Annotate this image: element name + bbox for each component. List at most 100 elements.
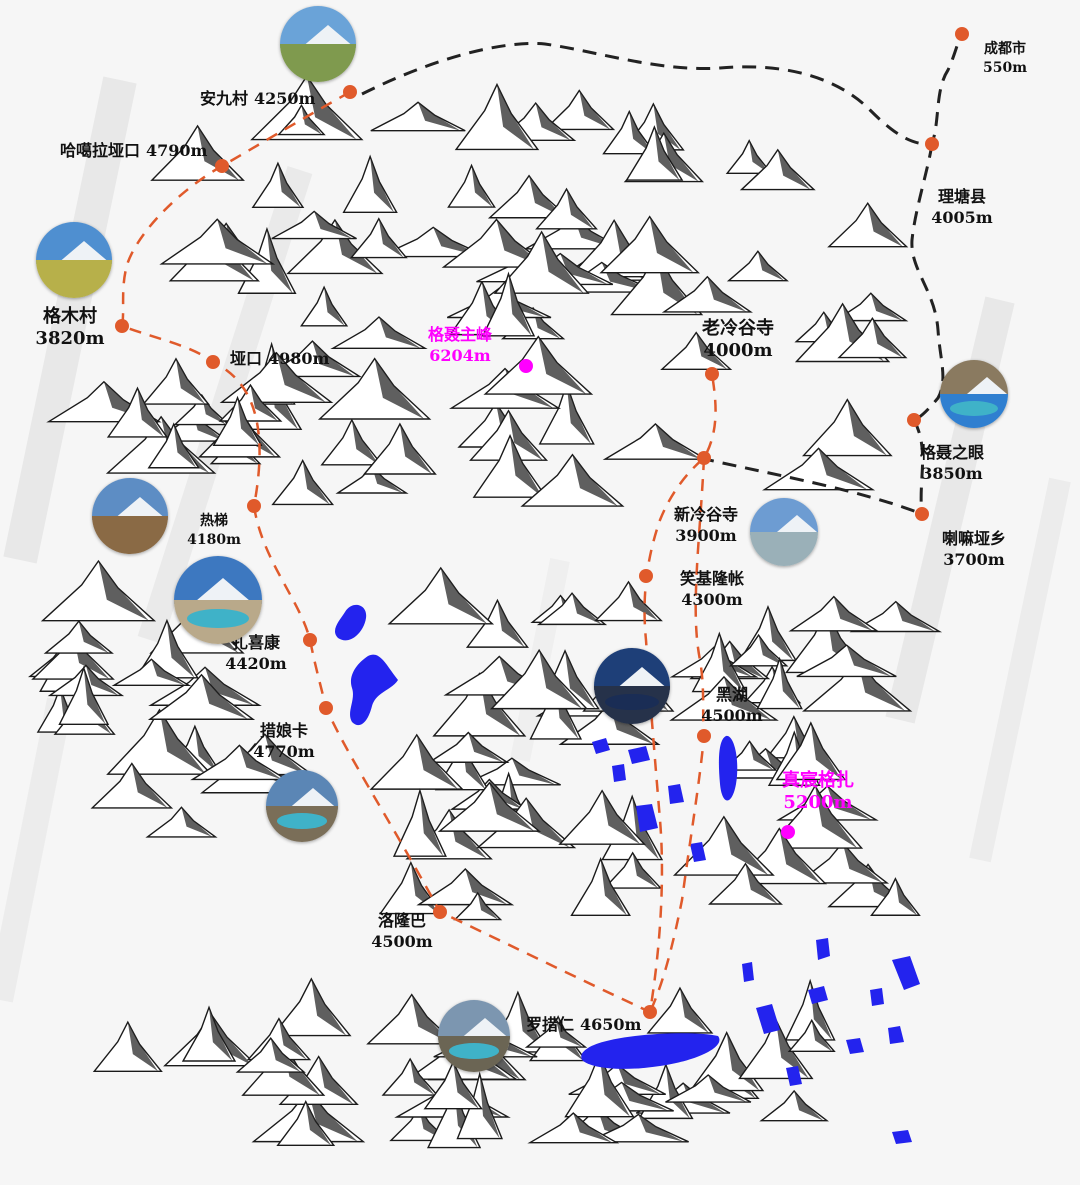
- mountain-shadow-sketch: [533, 308, 561, 339]
- peak-name: 格聂主峰: [427, 325, 493, 344]
- mountain-shadow-sketch: [696, 332, 728, 370]
- waypoint-elevation: 4005m: [931, 208, 993, 227]
- mountain-shadow-sketch: [479, 673, 521, 736]
- photo-water: [605, 693, 659, 711]
- lake-pond: [846, 1038, 864, 1054]
- waypoint-name: 新冷谷寺: [673, 505, 739, 524]
- mountain-shadow-sketch: [655, 423, 701, 460]
- mountain-shadow-sketch: [614, 220, 654, 277]
- mountain-shadow-sketch: [481, 281, 511, 335]
- mountain-shadow-sketch: [842, 303, 885, 362]
- mountain-shadow-sketch: [529, 175, 565, 218]
- mountain-shadow-sketch: [137, 388, 164, 437]
- waypoint-marker-cuoniangka: [319, 701, 333, 715]
- mountain-shadow-sketch: [601, 262, 652, 293]
- mountain-shadow-sketch: [197, 125, 239, 181]
- photo-water: [950, 400, 998, 416]
- mountain-shadow-sketch: [870, 293, 903, 321]
- black-lake-photo: [594, 648, 670, 724]
- waypoint-name: 安九村: [200, 89, 249, 108]
- mountain-shadow-sketch: [517, 992, 547, 1052]
- waypoint-name: 哈噶拉垭口: [60, 141, 141, 160]
- waypoint-marker-heihu: [697, 729, 711, 743]
- lake-pond: [870, 988, 884, 1006]
- waypoint-name: 格聂之眼: [919, 443, 985, 462]
- mountain-shadow-sketch: [775, 1019, 809, 1079]
- waypoint-elevation: 3820m: [35, 328, 105, 349]
- waypoint-marker-xiaoji: [639, 569, 653, 583]
- mountain-shadow-sketch: [895, 601, 936, 632]
- mountain-shadow-sketch: [418, 102, 461, 131]
- lake-pond: [892, 1130, 912, 1144]
- peak-name: 真宸格扎: [782, 770, 854, 791]
- waypoint-name: 措娘卡: [259, 721, 308, 740]
- mountain-shadow-sketch: [602, 790, 641, 845]
- waypoint-name: 洛隆巴: [377, 911, 426, 930]
- photo-ground: [750, 532, 818, 566]
- waypoint-elevation: 4650m: [580, 1015, 642, 1034]
- mountain-shadow-sketch: [477, 893, 499, 920]
- waypoint-elevation: 3900m: [675, 526, 737, 545]
- mountain-shadow-sketch: [745, 863, 778, 905]
- mountain-shadow-sketch: [419, 1107, 445, 1141]
- mountain-shadow-sketch: [374, 358, 425, 419]
- waypoint-name: 垭口: [230, 349, 263, 368]
- mountain-shadow-sketch: [103, 381, 154, 422]
- mountain-shadow-sketch: [632, 852, 658, 889]
- mountain-shadow-sketch: [201, 674, 248, 720]
- waypoint-name: 老冷谷寺: [702, 318, 774, 339]
- lake-heihu: [718, 735, 738, 801]
- waypoint-label-xinlenggu: 新冷谷寺 3900m: [674, 504, 738, 546]
- mountain-shadow-sketch: [679, 988, 709, 1033]
- waypoint-marker-luolongba: [433, 905, 447, 919]
- mountain-shadow-sketch: [479, 1073, 500, 1139]
- lakes: [335, 604, 920, 1144]
- mountain-sketches: [28, 74, 943, 1149]
- mountain-shadow-sketch: [508, 410, 543, 461]
- mountain-shadow-sketch: [237, 397, 259, 446]
- mountain-shadow-sketch: [794, 1090, 824, 1121]
- mountain-shadow-sketch: [573, 1113, 613, 1143]
- mountain-shadow-sketch: [779, 828, 821, 884]
- mountain-shadow-sketch: [566, 189, 594, 229]
- mountain-shadow-sketch: [846, 645, 892, 677]
- waypoint-marker-anjiu: [343, 85, 357, 99]
- mountain-shadow-sketch: [302, 460, 330, 505]
- mountain-shadow-sketch: [497, 600, 525, 648]
- mountain-shadow-sketch: [83, 668, 106, 725]
- mountain-shadow-sketch: [541, 231, 584, 294]
- lake-pond: [612, 764, 626, 782]
- mountain-shadow-sketch: [708, 1074, 747, 1103]
- mountain-shadow-sketch: [416, 734, 458, 790]
- waypoint-marker-litang: [925, 137, 939, 151]
- mountain-shadow-sketch: [572, 593, 602, 625]
- mountain-shadow-sketch: [556, 1020, 583, 1048]
- mountain-shadow-sketch: [847, 399, 887, 456]
- mountain-shadow-sketch: [749, 741, 774, 771]
- mountain-shadow-sketch: [372, 466, 403, 494]
- lake-zhaxikang-large: [350, 654, 398, 726]
- mountain-shadow-sketch: [499, 656, 548, 695]
- mountain-shadow-sketch: [793, 716, 819, 758]
- photo-water: [187, 608, 249, 629]
- mountain-shadow-sketch: [628, 581, 658, 621]
- lake-pond: [888, 1026, 904, 1044]
- mountain-shadow-sketch: [127, 1022, 159, 1072]
- mountain-shadow-sketch: [410, 1059, 435, 1096]
- mountain-shadow-sketch: [399, 424, 432, 474]
- mountain-shadow-sketch: [468, 732, 504, 763]
- waypoint-elevation: 3700m: [943, 550, 1005, 569]
- mountain-shadow-sketch: [419, 790, 444, 857]
- mountain-shadow-sketch: [665, 1064, 690, 1119]
- mountain-shadow-sketch: [538, 336, 587, 395]
- mountain-shadow-sketch: [454, 1084, 478, 1148]
